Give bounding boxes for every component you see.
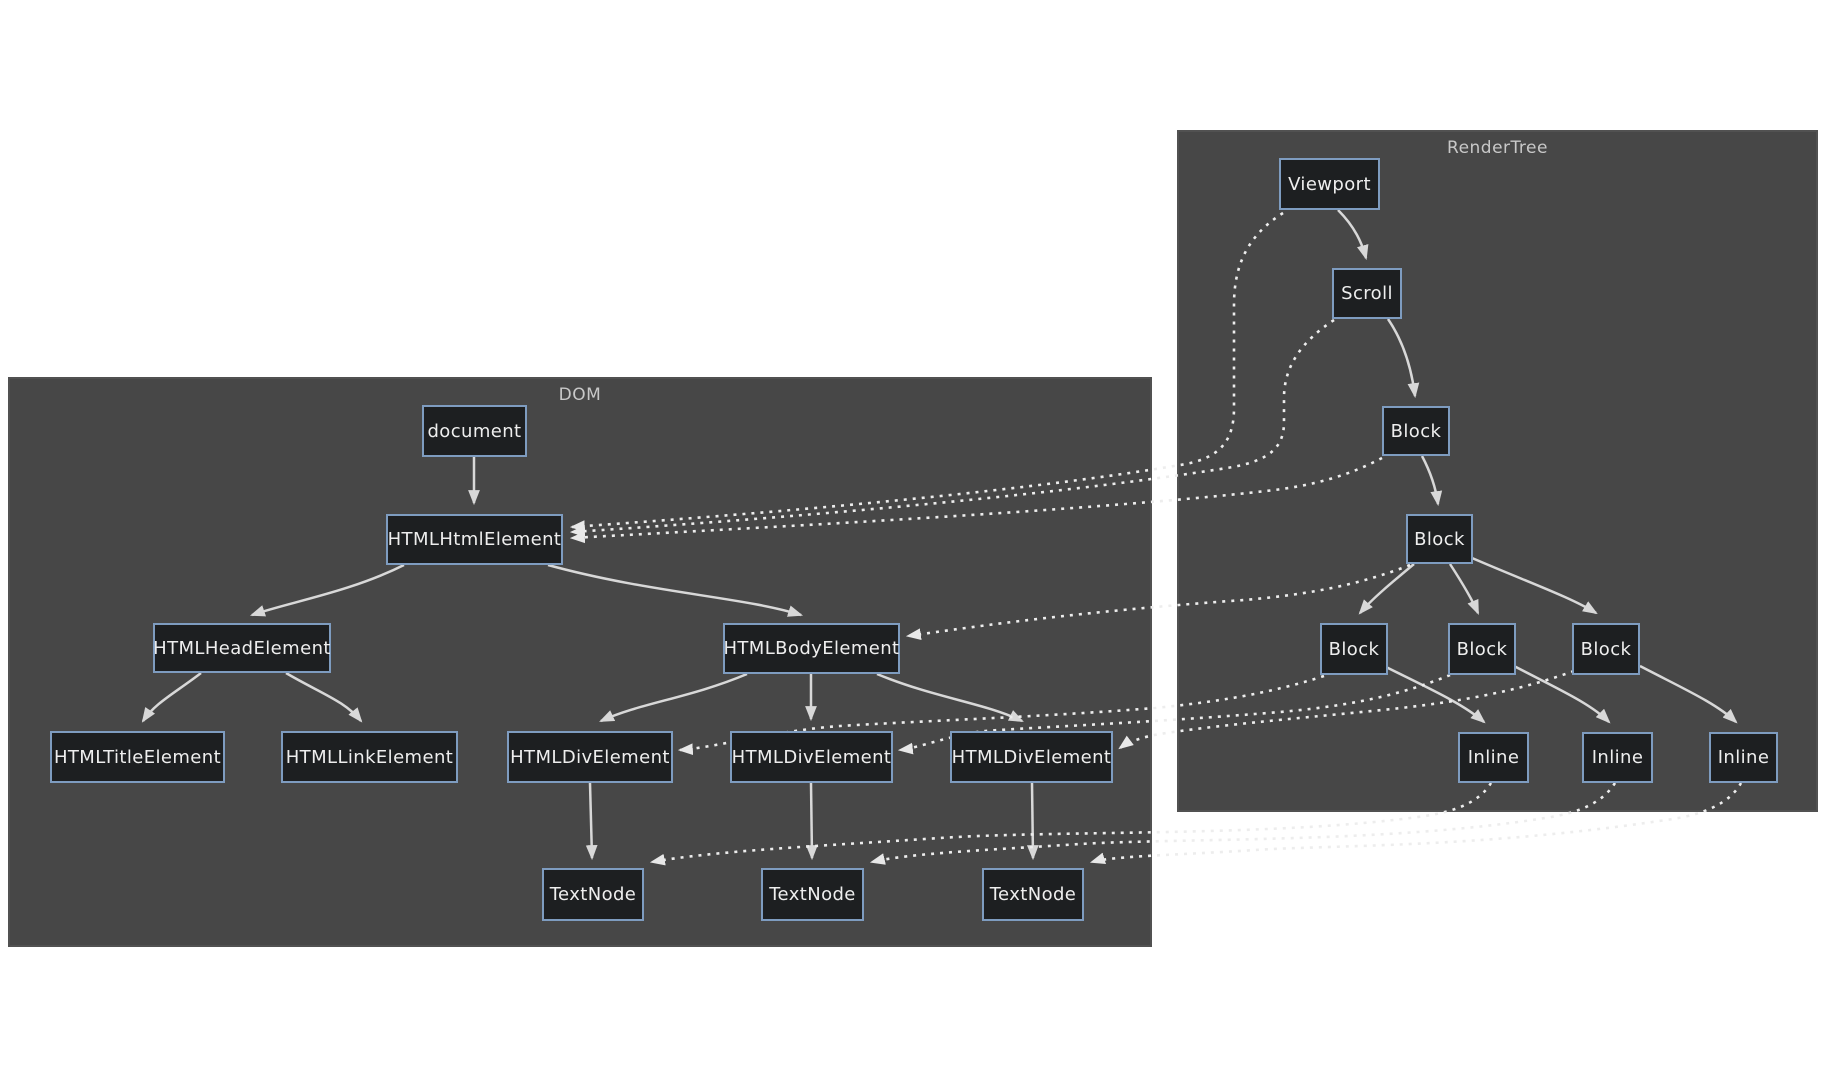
render-node-block-1: Block — [1382, 406, 1450, 456]
edge-block1-block2 — [1420, 455, 1443, 507]
edge-body-div1 — [599, 672, 748, 723]
edge-block3c-inline3 — [1639, 664, 1738, 724]
render-node-inline-3: Inline — [1709, 732, 1778, 783]
render-node-scroll: Scroll — [1332, 268, 1402, 319]
edge-dotted-inline1-text1 — [649, 782, 1493, 866]
edge-div3-text3 — [1026, 782, 1039, 861]
render-node-block-3a: Block — [1320, 623, 1388, 675]
dom-node-htmlhtmlelement: HTMLHtmlElement — [386, 514, 563, 565]
dom-node-htmltitleelement: HTMLTitleElement — [50, 731, 225, 783]
edge-dotted-block2-body — [905, 563, 1411, 641]
edge-dotted-block3b-div2 — [897, 673, 1451, 755]
render-node-block-3c: Block — [1572, 623, 1640, 675]
dom-node-document: document — [422, 405, 527, 457]
edge-block3b-inline2 — [1513, 664, 1611, 724]
dom-node-htmllinkelement: HTMLLinkElement — [281, 731, 458, 783]
edge-dotted-block3c-div3 — [1118, 669, 1575, 750]
edge-head-link — [285, 671, 363, 723]
rendertree-cluster: RenderTree — [1177, 130, 1818, 812]
edge-div2-text2 — [805, 782, 818, 861]
edge-block2-block3c — [1471, 556, 1598, 615]
edge-scroll-block1 — [1386, 318, 1420, 399]
render-node-inline-2: Inline — [1582, 732, 1653, 783]
edge-div1-text1 — [585, 782, 598, 861]
edge-html-head — [249, 563, 405, 617]
dom-node-htmldivelement-1: HTMLDivElement — [507, 731, 673, 783]
edge-html-body — [547, 563, 804, 617]
edge-head-title — [141, 672, 202, 723]
edge-block2-block3b — [1448, 563, 1480, 615]
edge-dotted-block1-html — [569, 456, 1383, 544]
render-node-block-3b: Block — [1448, 623, 1516, 675]
edge-body-div3 — [876, 672, 1024, 723]
edge-dotted-scroll-html — [569, 318, 1335, 538]
edge-dotted-inline2-text2 — [869, 782, 1617, 865]
dom-node-htmldivelement-2: HTMLDivElement — [730, 731, 893, 783]
edge-viewport-scroll — [1337, 209, 1369, 261]
render-node-block-2: Block — [1406, 514, 1473, 564]
edge-dotted-block3a-div1 — [677, 674, 1325, 756]
dom-node-htmlbodyelement: HTMLBodyElement — [723, 623, 900, 674]
edge-dotted-inline3-text3 — [1089, 782, 1743, 864]
dom-node-textnode-1: TextNode — [542, 868, 644, 921]
edge-block3a-inline1 — [1383, 664, 1486, 724]
dom-cluster-label: DOM — [558, 385, 602, 405]
edge-block2-block3a — [1358, 563, 1415, 615]
dom-node-textnode-3: TextNode — [982, 868, 1084, 921]
dom-node-htmldivelement-3: HTMLDivElement — [950, 731, 1113, 783]
render-node-inline-1: Inline — [1458, 732, 1529, 783]
rendertree-cluster-label: RenderTree — [1447, 138, 1548, 158]
render-node-viewport: Viewport — [1279, 158, 1380, 210]
dom-node-htmlheadelement: HTMLHeadElement — [153, 623, 331, 673]
dom-node-textnode-2: TextNode — [761, 868, 864, 921]
edge-dotted-viewport-html — [569, 211, 1284, 532]
